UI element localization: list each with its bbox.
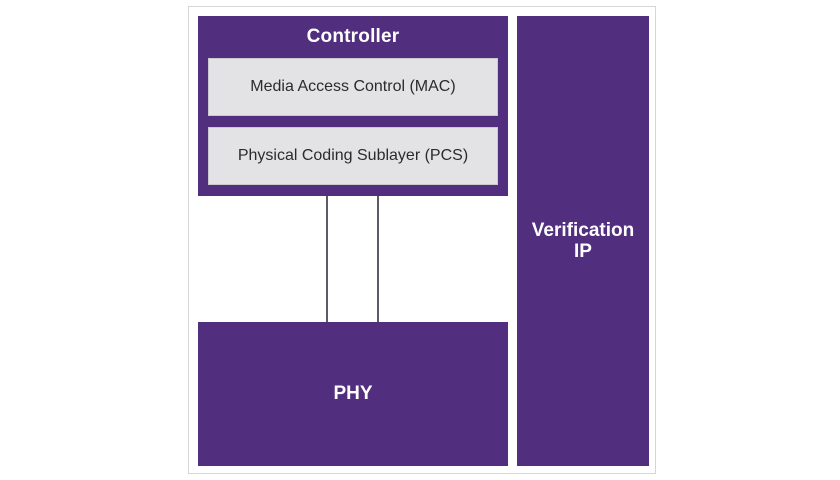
verification-ip-block: Verification IP bbox=[517, 16, 649, 466]
connector-line-right bbox=[377, 196, 379, 322]
mac-sublayer: Media Access Control (MAC) bbox=[208, 58, 498, 116]
connector-line-left bbox=[326, 196, 328, 322]
controller-title: Controller bbox=[306, 26, 400, 47]
phy-block: PHY bbox=[198, 322, 508, 466]
verification-ip-label: Verification IP bbox=[531, 220, 635, 262]
pcs-sublayer: Physical Coding Sublayer (PCS) bbox=[208, 127, 498, 185]
controller-block: Controller Media Access Control (MAC) Ph… bbox=[198, 16, 508, 196]
phy-label: PHY bbox=[333, 383, 373, 404]
diagram-frame: Controller Media Access Control (MAC) Ph… bbox=[188, 6, 656, 474]
